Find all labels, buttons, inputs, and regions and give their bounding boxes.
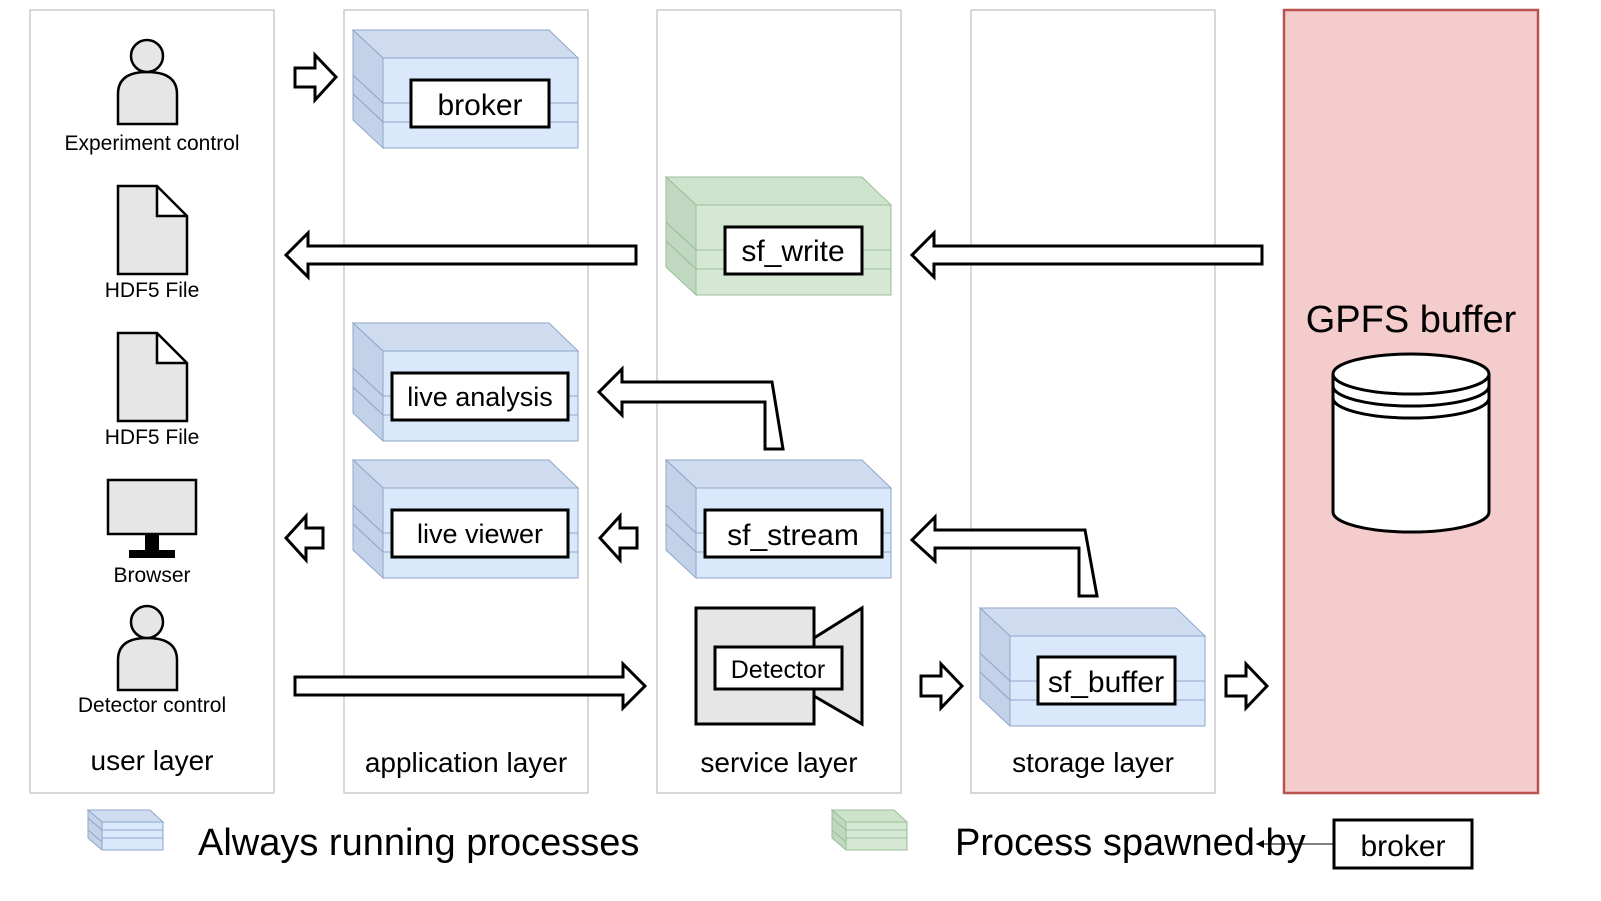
- sf-buffer-to-sf-stream-arrow: [909, 513, 1099, 598]
- legend-always-running-label: Always running processes: [198, 822, 639, 864]
- detector-control-label: Detector control: [78, 694, 226, 717]
- sf-write-to-hdf5-arrow: [283, 229, 638, 281]
- broker-label: broker: [437, 89, 522, 122]
- live-analysis-box: [390, 371, 570, 422]
- live-viewer-label: live viewer: [417, 519, 543, 549]
- legend-spawned-swatch: [831, 809, 908, 851]
- hdf5-file-label: HDF5 File: [105, 279, 200, 302]
- detector-box: [713, 645, 844, 691]
- gpfs-buffer-title: GPFS buffer: [1306, 299, 1517, 341]
- gpfs-to-sf-write-arrow: [909, 229, 1264, 281]
- application-layer-title: application layer: [365, 747, 567, 778]
- detector-control-person-icon: [116, 604, 179, 692]
- sf-stream-box: [703, 508, 884, 559]
- live-viewer-box: [390, 508, 570, 559]
- detector-to-sf-buffer-arrow: [919, 660, 965, 712]
- detector-label: Detector: [731, 656, 825, 684]
- hdf5-file-label: HDF5 File: [105, 426, 200, 449]
- legend-spawner-arrowhead: [1256, 840, 1264, 848]
- hdf5-file-icon: [116, 331, 189, 423]
- sf-write-label: sf_write: [741, 235, 844, 268]
- browser-monitor-icon: [106, 478, 198, 558]
- live-analysis-label: live analysis: [407, 382, 553, 412]
- legend-broker-label: broker: [1360, 830, 1445, 863]
- legend-broker-box: [1332, 818, 1474, 870]
- broker-box: [409, 78, 551, 129]
- experiment-control-label: Experiment control: [64, 132, 239, 155]
- database-cylinder-icon: [1331, 352, 1491, 534]
- experiment-to-broker-arrow: [293, 51, 339, 104]
- service-layer-title: service layer: [700, 747, 857, 778]
- storage-layer-title: storage layer: [1012, 747, 1174, 778]
- legend-always-running-swatch: [87, 809, 164, 851]
- experiment-control-person-icon: [116, 38, 179, 126]
- sf-buffer-box: [1036, 655, 1177, 706]
- detector-control-to-detector-arrow: [293, 660, 648, 712]
- legend-spawned-label: Process spawned by: [955, 822, 1306, 864]
- sf-buffer-label: sf_buffer: [1048, 666, 1164, 699]
- live-viewer-to-browser-arrow: [283, 512, 325, 564]
- browser-label: Browser: [113, 564, 190, 587]
- sf-stream-to-live-analysis-arrow: [596, 365, 785, 451]
- hdf5-file-icon: [116, 184, 189, 276]
- sf-buffer-to-gpfs-arrow: [1224, 660, 1270, 712]
- sf-stream-to-live-viewer-arrow: [597, 512, 639, 564]
- sf-stream-label: sf_stream: [727, 519, 859, 552]
- user-layer-title: user layer: [91, 745, 214, 776]
- sf-write-box: [723, 225, 864, 276]
